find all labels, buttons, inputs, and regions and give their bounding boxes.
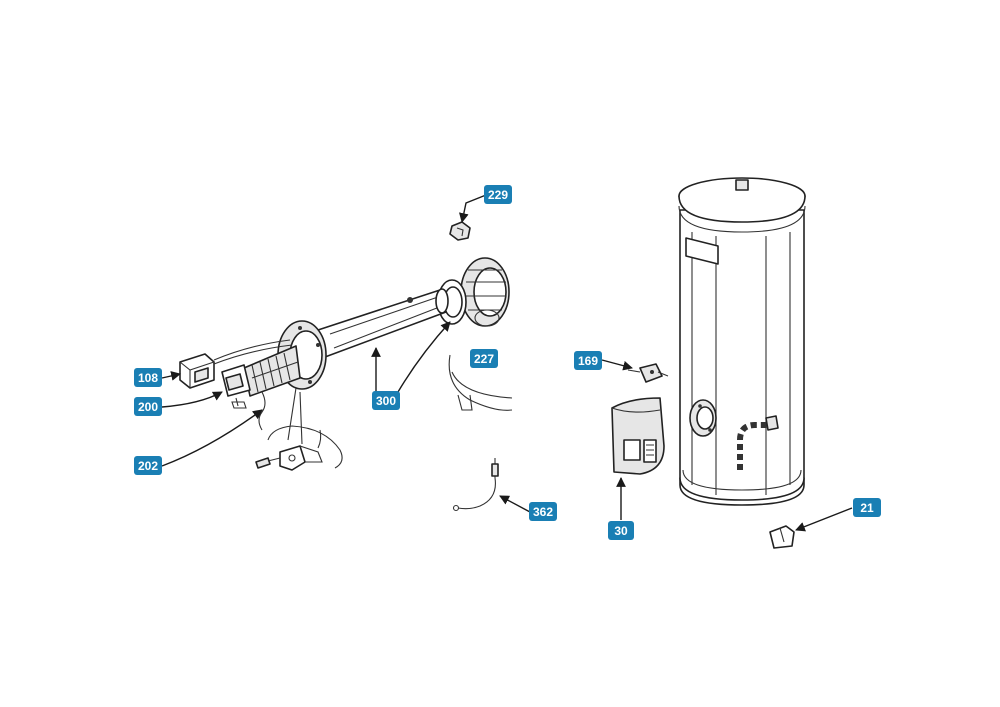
connection-wire bbox=[213, 339, 291, 361]
callout-108: 108 bbox=[134, 368, 162, 387]
part-362-probe bbox=[452, 458, 499, 512]
svg-text:169: 169 bbox=[578, 354, 598, 368]
svg-text:21: 21 bbox=[860, 501, 874, 515]
callout-30: 30 bbox=[608, 521, 634, 540]
leader-229 bbox=[459, 194, 487, 223]
water-heater-cylinder bbox=[678, 177, 806, 506]
callout-169: 169 bbox=[574, 351, 602, 370]
internal-pipe bbox=[737, 422, 768, 470]
screw bbox=[255, 457, 281, 469]
tank-outline-partial-2 bbox=[451, 371, 513, 399]
part-229-nut bbox=[449, 221, 471, 241]
callout-21: 21 bbox=[853, 498, 881, 517]
pipe-fitting bbox=[765, 415, 779, 431]
heating-tube bbox=[317, 288, 449, 358]
tank-outline-partial bbox=[448, 354, 513, 411]
svg-text:202: 202 bbox=[138, 459, 158, 473]
rating-plate bbox=[685, 237, 719, 265]
leader-169 bbox=[601, 359, 633, 371]
part-30-front-cover bbox=[611, 397, 665, 475]
svg-text:300: 300 bbox=[376, 394, 396, 408]
callout-362: 362 bbox=[529, 502, 557, 521]
guide-lines bbox=[287, 387, 303, 445]
callout-200: 200 bbox=[134, 397, 162, 416]
leader-362 bbox=[499, 495, 531, 513]
callout-202: 202 bbox=[134, 456, 162, 475]
leader-108 bbox=[161, 371, 181, 381]
svg-text:362: 362 bbox=[533, 505, 553, 519]
svg-text:108: 108 bbox=[138, 371, 158, 385]
callout-229: 229 bbox=[484, 185, 512, 204]
leader-lines bbox=[161, 194, 853, 532]
part-108-terminal-block bbox=[179, 353, 215, 389]
mounting-bracket bbox=[279, 445, 323, 471]
callout-300: 300 bbox=[372, 391, 400, 410]
leader-202 bbox=[161, 409, 263, 467]
part-21-clip bbox=[769, 525, 795, 549]
svg-text:30: 30 bbox=[614, 524, 628, 538]
tank-boss-flange bbox=[460, 257, 510, 327]
heating-element-assembly bbox=[179, 221, 513, 471]
leader-300b bbox=[397, 321, 451, 393]
tank-front-opening bbox=[689, 399, 717, 437]
svg-text:229: 229 bbox=[488, 188, 508, 202]
part-200-thermostat bbox=[221, 364, 251, 409]
svg-text:200: 200 bbox=[138, 400, 158, 414]
leader-21 bbox=[795, 507, 853, 532]
callout-227: 227 bbox=[470, 349, 498, 368]
leader-200 bbox=[161, 391, 223, 408]
top-fitting bbox=[735, 179, 749, 191]
element-coil bbox=[243, 345, 301, 397]
part-169-sensor bbox=[627, 363, 669, 383]
svg-text:227: 227 bbox=[474, 352, 494, 366]
